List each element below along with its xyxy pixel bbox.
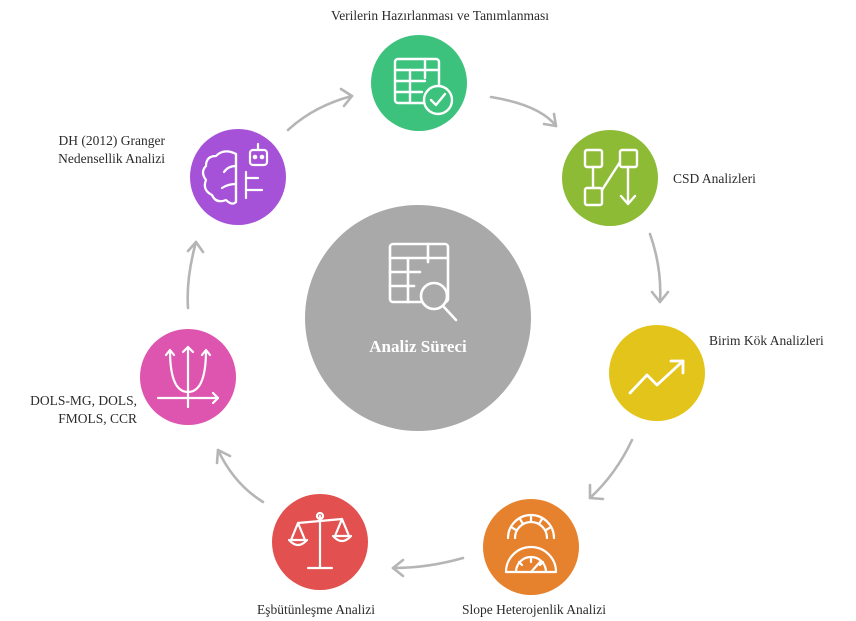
arrow-7-to-1: [286, 94, 354, 132]
arrow-6-to-7-head: [186, 240, 205, 254]
flowchart-icon: [583, 148, 639, 207]
step-circle-3: [609, 325, 705, 421]
center-circle: [305, 205, 531, 431]
arrow-6-to-7: [186, 240, 198, 310]
step-label-1: Verilerin Hazırlanması ve Tanımlanması: [331, 8, 549, 23]
cycle-arrows: [186, 87, 670, 578]
arrow-2-to-3: [648, 232, 662, 304]
table-check-icon: [393, 57, 454, 116]
arrow-5-to-6: [216, 448, 265, 504]
robot-brain-icon: [201, 142, 269, 205]
balance-scale-icon: [287, 511, 353, 570]
arrow-2-to-3-head: [650, 290, 670, 304]
step-label-5: Eşbütünleşme Analizi: [257, 602, 375, 617]
step-label-7-line-2: Nedensellik Analizi: [58, 151, 165, 166]
step-node-cointegration: Eşbütünleşme Analizi: [257, 494, 375, 617]
step-label-4: Slope Heterojenlik Analizi: [462, 602, 606, 617]
center-node: Analiz Süreci: [305, 205, 531, 431]
table-search-icon: [388, 242, 458, 322]
arrow-7-to-1-head: [339, 87, 354, 108]
trend-up-icon: [628, 359, 685, 395]
arrow-1-to-2: [489, 95, 558, 128]
step-node-data-preparation: Verilerin Hazırlanması ve Tanımlanması: [331, 8, 549, 131]
step-circle-7: [190, 129, 286, 225]
step-node-unit-root: Birim Kök Analizleri: [609, 325, 824, 421]
step-label-6-line-1: DOLS-MG, DOLS,: [30, 393, 137, 408]
step-node-csd: CSD Analizleri: [562, 130, 756, 226]
step-label-2: CSD Analizleri: [673, 171, 756, 186]
gauge-icon: [504, 513, 558, 574]
arrow-3-to-4: [588, 438, 634, 500]
step-label-7-line-1: DH (2012) Granger: [59, 133, 166, 148]
center-label: Analiz Süreci: [369, 337, 467, 356]
function-graph-icon: [156, 345, 220, 409]
step-label-6-line-2: FMOLS, CCR: [58, 411, 137, 426]
arrow-1-to-2-head: [542, 112, 558, 128]
arrow-5-to-6-head: [215, 448, 232, 465]
step-node-granger: DH (2012) Granger Nedensellik Analizi: [58, 129, 286, 225]
step-circle-1: [371, 35, 467, 131]
step-node-estimators: DOLS-MG, DOLS, FMOLS, CCR: [30, 329, 236, 426]
step-node-slope-heterogeneity: Slope Heterojenlik Analizi: [462, 499, 606, 617]
arrow-4-to-5-head: [391, 558, 405, 578]
step-label-3: Birim Kök Analizleri: [709, 333, 824, 348]
arrow-3-to-4-head: [588, 483, 605, 501]
arrow-4-to-5: [391, 556, 465, 570]
